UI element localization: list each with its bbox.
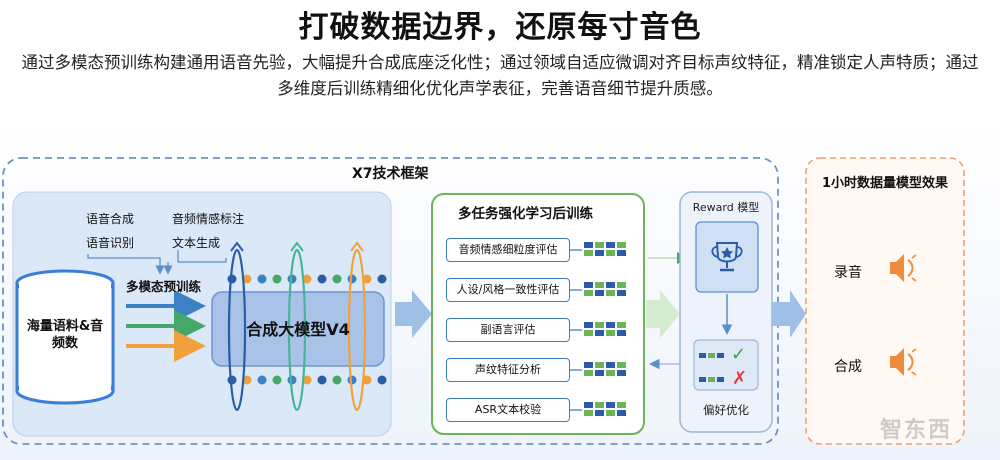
big-arrow-2 xyxy=(772,290,806,338)
framework-dashed-box xyxy=(2,157,779,445)
page-subtitle: 通过多模态预训练构建通用语音先验，大幅提升合成底座泛化性；通过领域自适应微调对齐… xyxy=(21,53,979,98)
preference-card xyxy=(693,339,759,391)
model-label: 合成大模型V4 xyxy=(246,320,350,339)
green-big-arrow xyxy=(646,290,680,338)
results-title: 1小时数据量模型效果 xyxy=(821,176,949,191)
task-label: 语音合成 xyxy=(86,212,135,226)
eval-item: 人设/风格一致性评估 xyxy=(446,278,570,302)
preference-label: 偏好优化 xyxy=(703,403,749,417)
task-label: 语音识别 xyxy=(86,236,135,250)
results-box xyxy=(805,157,965,445)
check-icon: ✓ xyxy=(731,344,747,365)
result-label-synthesis: 合成 xyxy=(834,359,862,375)
eval-item: 声纹特征分析 xyxy=(446,358,570,382)
reward-title: Reward 模型 xyxy=(692,201,760,214)
data-source-label: 海量语料&音频数 xyxy=(26,319,104,351)
token-dots-top xyxy=(227,274,387,284)
task-label: 音频情感标注 xyxy=(172,212,245,226)
pretrain-label: 多模态预训练 xyxy=(126,279,202,294)
model-block xyxy=(211,291,385,367)
eval-item: ASR文本校验 xyxy=(446,398,570,422)
framework-title: X7技术框架 xyxy=(352,166,429,182)
loop-orange xyxy=(347,248,367,412)
speaker-icon xyxy=(890,348,917,376)
big-arrow-1 xyxy=(395,290,432,338)
cross-icon: ✗ xyxy=(732,368,748,389)
watermark: 智东西 xyxy=(880,418,953,443)
score-bars xyxy=(584,242,626,416)
data-cylinder-icon xyxy=(15,269,115,405)
speaker-icon xyxy=(890,254,917,282)
eval-item: 音频情感细粒度评估 xyxy=(446,238,570,262)
result-label-recording: 录音 xyxy=(834,265,862,281)
page-title: 打破数据边界，还原每寸音色 xyxy=(298,10,702,45)
task-label: 文本生成 xyxy=(172,236,221,250)
loop-blue xyxy=(227,248,247,412)
task-arrow-left xyxy=(87,254,165,275)
post-training-title: 多任务强化学习后训练 xyxy=(458,206,593,222)
eval-item: 副语言评估 xyxy=(446,318,570,342)
task-arrow-right xyxy=(177,250,227,263)
trophy-card xyxy=(695,221,759,293)
loop-green xyxy=(287,248,307,412)
trophy-icon xyxy=(711,242,743,272)
